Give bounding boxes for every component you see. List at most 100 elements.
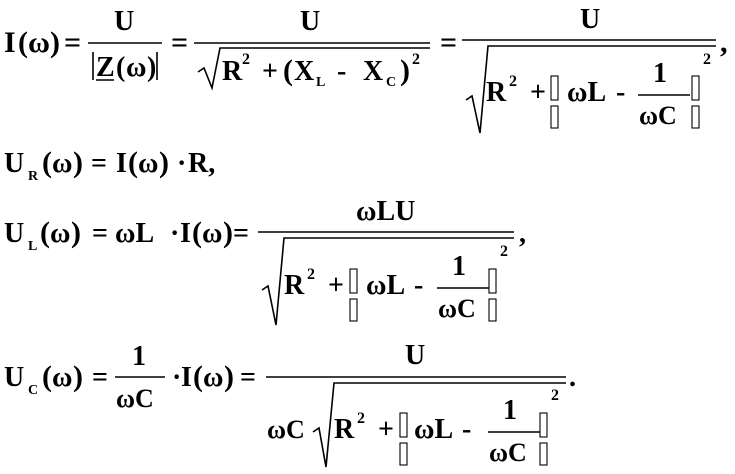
bracket-box-right-bottom: [488, 298, 497, 322]
symbol-R: R,: [188, 148, 215, 179]
symbol-U: U: [4, 218, 24, 249]
symbol-omega-L: ωL: [414, 414, 453, 445]
equals-sign: =: [92, 218, 108, 249]
subscript-L: L: [316, 75, 325, 90]
bracket-box-right-bottom: [539, 442, 548, 466]
symbol-omega-L: ωL: [115, 218, 154, 249]
inner-frac-denominator: ωC: [438, 294, 476, 323]
frac2-numerator: U: [300, 6, 320, 37]
paren-open: (: [192, 216, 202, 249]
minus-sign: -: [414, 270, 423, 301]
plus-sign: +: [328, 270, 344, 301]
dot-operator: ·: [177, 148, 186, 179]
subscript-C: C: [28, 383, 38, 398]
equals-sign: =: [171, 26, 188, 59]
symbol-R: R: [284, 270, 305, 301]
equation-voltage-r: U R ( ω ) = I ( ω ) · R,: [4, 146, 215, 184]
bracket-box-left-top: [349, 268, 358, 294]
frac1-numerator: U: [114, 6, 134, 37]
paren-close: ): [223, 216, 233, 249]
symbol-I: I: [180, 218, 191, 249]
exponent-2: 2: [357, 410, 365, 427]
symbol-omega: ω: [50, 218, 70, 249]
frac-numerator: ωLU: [356, 196, 415, 227]
exponent-2: 2: [307, 266, 315, 283]
symbol-Z: Z: [96, 52, 115, 83]
inner-frac-numerator: 1: [653, 58, 667, 89]
exponent-2: 2: [703, 51, 711, 68]
bracket-box-right-bottom: [691, 105, 700, 129]
period: .: [569, 362, 576, 393]
bracket-box-left-bottom: [349, 298, 358, 322]
minus-sign: -: [337, 56, 346, 87]
subscript-L: L: [28, 239, 37, 254]
paren-open: (: [40, 216, 50, 249]
equation-voltage-c: U C ( ω ) = 1 ωC · I ( ω ) = U ωC R 2 + …: [4, 340, 576, 468]
radical-sign: [197, 47, 430, 91]
dot-operator: ·: [172, 362, 181, 393]
symbol-I: I: [116, 148, 127, 179]
plus-sign: +: [262, 56, 278, 87]
bracket-box-left-top: [550, 75, 559, 101]
paren-close: ): [73, 360, 83, 393]
inner-frac-denominator: ωC: [489, 438, 527, 467]
symbol-omega: ω: [202, 218, 222, 249]
coef-numerator: 1: [132, 341, 146, 372]
symbol-R: R: [222, 56, 243, 87]
frac3-numerator: U: [580, 4, 600, 35]
equals-sign: =: [64, 26, 81, 59]
denominator-omega-C: ωC: [267, 415, 305, 444]
paren-close: ): [400, 54, 410, 87]
exponent-2: 2: [412, 51, 420, 68]
equals-sign: =: [440, 26, 457, 59]
inner-frac-denominator: ωC: [639, 101, 677, 130]
plus-sign: +: [378, 414, 394, 445]
symbol-U: U: [4, 362, 24, 393]
symbol-X: X: [363, 56, 383, 87]
minus-sign: -: [616, 77, 625, 108]
paren-open: (: [193, 360, 203, 393]
symbol-omega: ω: [138, 148, 158, 179]
paren-open: (: [116, 52, 125, 83]
paren-close: ): [147, 52, 156, 83]
bracket-box-left-bottom: [399, 442, 408, 466]
subscript-R: R: [28, 169, 39, 184]
bracket-box-right-top: [691, 75, 700, 101]
bracket-box-left-top: [399, 412, 408, 438]
minus-sign: -: [462, 414, 471, 445]
bracket-box-right-top: [539, 412, 548, 438]
inner-frac-numerator: 1: [452, 251, 466, 282]
symbol-U: U: [4, 148, 24, 179]
radical-sign: [312, 382, 566, 468]
exponent-2: 2: [242, 51, 250, 68]
paren-open: (: [42, 146, 52, 179]
paren-close: ): [224, 360, 234, 393]
inner-frac-numerator: 1: [503, 395, 517, 426]
paren-close: ): [50, 26, 60, 59]
comma: ,: [720, 26, 728, 59]
equation-current: I ( ω ) = U Z ( ω ) = U R 2 + ( X L - X …: [4, 4, 728, 134]
symbol-I: I: [4, 26, 16, 59]
exponent-2: 2: [509, 73, 517, 90]
symbol-omega: ω: [126, 52, 146, 83]
frac-numerator: U: [405, 340, 425, 371]
symbol-omega: ω: [203, 362, 223, 393]
symbol-R: R: [486, 77, 507, 108]
equals-sign: =: [233, 218, 249, 249]
exponent-2: 2: [500, 243, 508, 260]
symbol-omega: ω: [52, 362, 72, 393]
paren-close: ): [71, 216, 81, 249]
subscript-C: C: [386, 75, 396, 90]
equals-sign: =: [91, 148, 107, 179]
paren-open: (: [18, 26, 28, 59]
bracket-box-right-top: [488, 268, 497, 294]
symbol-omega-L: ωL: [567, 77, 606, 108]
paren-close: ): [159, 146, 169, 179]
plus-sign: +: [530, 77, 546, 108]
symbol-omega-L: ωL: [366, 270, 405, 301]
dot-operator: ·: [170, 218, 179, 249]
paren-open: (: [42, 360, 52, 393]
symbol-omega: ω: [52, 148, 72, 179]
symbol-omega: ω: [28, 26, 50, 59]
